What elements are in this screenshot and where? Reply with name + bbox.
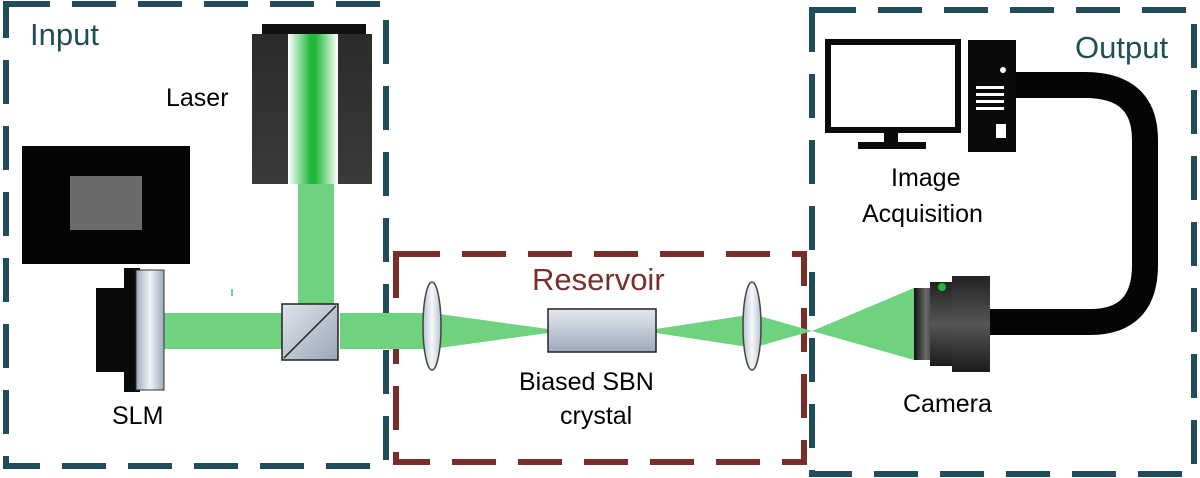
vertical-laser-beam xyxy=(298,182,334,308)
laser-device xyxy=(252,24,372,184)
crystal-label-line1: Biased SBN xyxy=(519,368,654,396)
reservoir-section-label: Reservoir xyxy=(532,262,665,297)
output-section-label: Output xyxy=(1075,30,1168,65)
stray-mark-1 xyxy=(231,289,233,296)
laser-label: Laser xyxy=(166,84,229,112)
beam-splitter-cube xyxy=(281,303,339,361)
cube-to-lens-beam xyxy=(340,313,424,349)
sbn-crystal xyxy=(547,308,657,353)
camera-led xyxy=(938,283,946,291)
output-section-box xyxy=(809,7,1197,477)
slm-display xyxy=(22,146,190,264)
input-section-label: Input xyxy=(30,17,99,52)
lens-2 xyxy=(742,281,762,371)
slm-label: SLM xyxy=(112,402,163,430)
converging-beam-2 xyxy=(756,315,812,347)
diverging-beam-1 xyxy=(656,315,748,347)
monitor-icon xyxy=(825,39,961,149)
camera-label: Camera xyxy=(903,390,992,418)
crystal-label-line2: crystal xyxy=(560,402,632,430)
slm-beam xyxy=(164,313,282,349)
slm-device xyxy=(96,268,165,392)
stray-mark-2 xyxy=(239,333,241,340)
camera-device xyxy=(914,276,990,372)
reservoir-section-box xyxy=(393,251,807,465)
computer-tower-icon xyxy=(968,40,1016,152)
input-section-box xyxy=(3,1,389,469)
acquisition-label-line1: Image xyxy=(891,164,960,192)
lens-1 xyxy=(422,281,442,371)
diverging-beam-2 xyxy=(812,288,914,360)
camera-cable xyxy=(972,72,1158,335)
converging-beam-1 xyxy=(432,313,548,349)
acquisition-label-line2: Acquisition xyxy=(862,200,983,228)
